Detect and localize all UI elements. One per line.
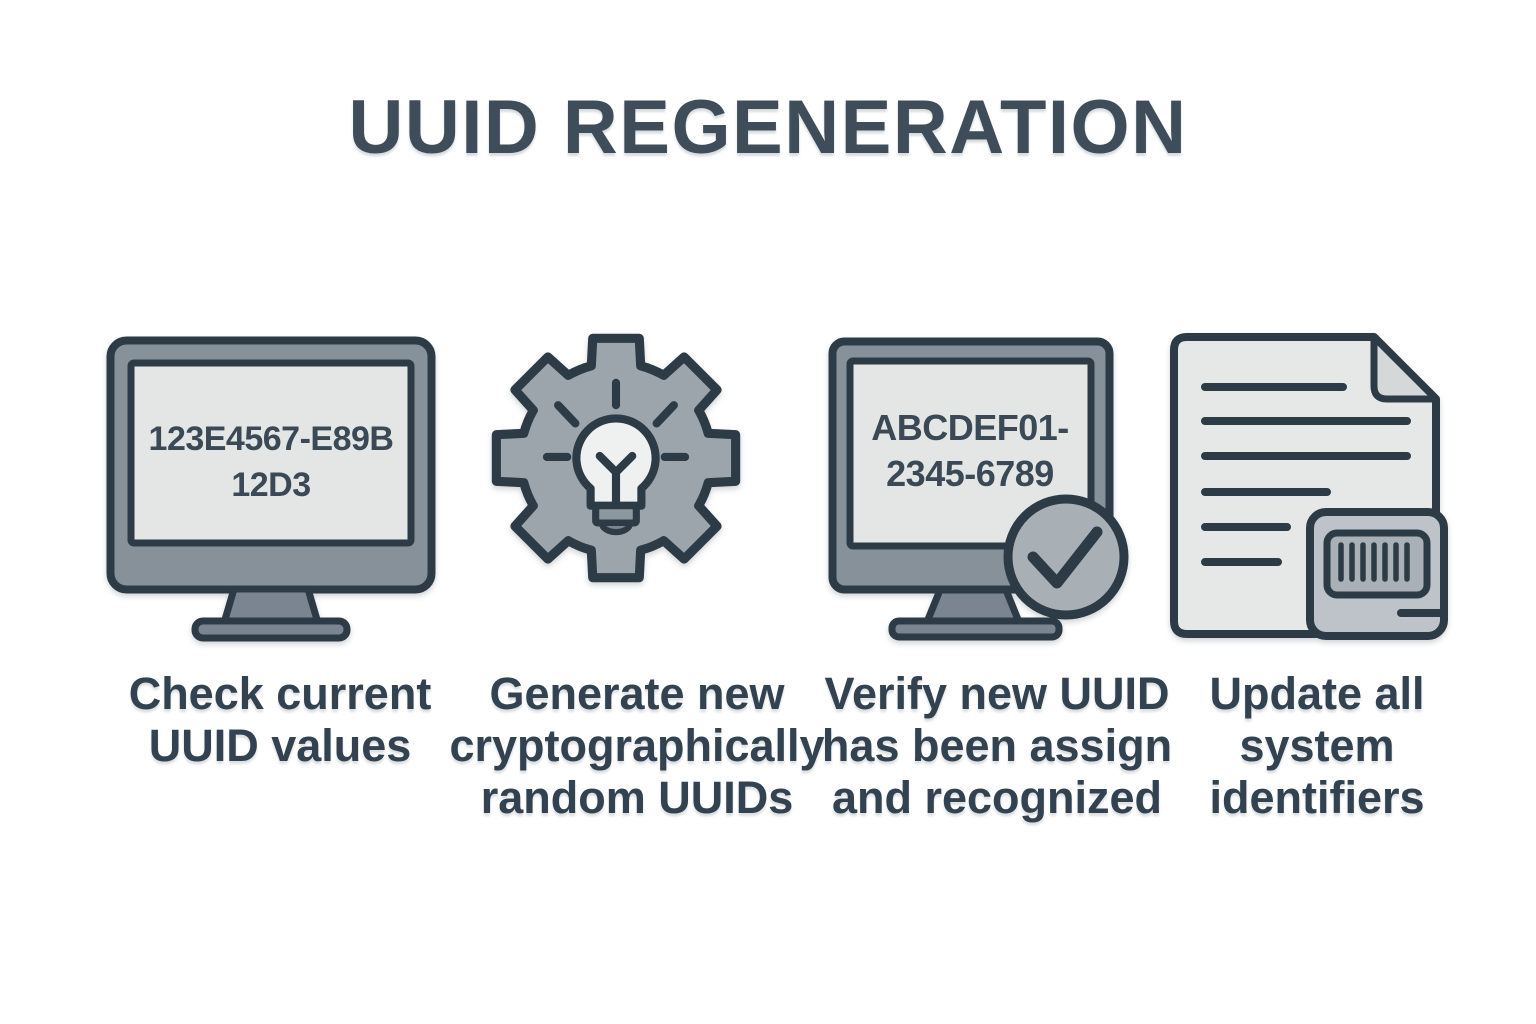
screen-uuid-text-line-2: 12D3 (231, 466, 310, 504)
lightbulb-glass (572, 414, 660, 510)
caption-line: Verify new UUID (824, 668, 1170, 719)
lightbulb-tip (598, 519, 634, 536)
caption-line: system (1239, 720, 1395, 771)
page-title: UUID REGENERATION (348, 85, 1188, 170)
monitor-check-icon: ABCDEF01- 2345-6789 (828, 337, 1129, 641)
document-text-lines (1201, 383, 1411, 566)
caption-line: and recognized (831, 772, 1163, 823)
screen-uuid-text-line-1: ABCDEF01- (871, 407, 1069, 448)
screen-uuid-text-line-1: 123E4567-E89B (149, 420, 394, 458)
caption-line: Generate new (489, 668, 785, 719)
lightbulb-rays (542, 378, 690, 462)
page-fold-corner (1370, 333, 1440, 403)
gear-lightbulb-icon (491, 333, 741, 583)
check-circle (1003, 494, 1129, 620)
step-3-caption: Verify new UUID has been assign and reco… (822, 668, 1172, 824)
lightbulb-filament (595, 451, 637, 507)
step-1-caption: Check current UUID values (129, 668, 432, 772)
monitor-stand (923, 586, 1023, 626)
caption-line: identifiers (1209, 772, 1425, 823)
caption-line: Check current (128, 668, 432, 719)
barcode-bars (1338, 542, 1410, 582)
monitor-screen (127, 359, 415, 547)
step-4-caption: Update all system identifiers (1209, 668, 1424, 824)
document-barcode-icon (1170, 333, 1448, 640)
monitor-base (888, 617, 1063, 641)
caption-line: random UUIDs (480, 772, 794, 823)
monitor-screen (846, 357, 1095, 550)
check-mark (1027, 526, 1103, 589)
caption-line: Update all (1209, 668, 1425, 719)
caption-line: UUID values (148, 720, 412, 771)
monitor-base (191, 617, 351, 642)
caption-line: has been assign (821, 720, 1173, 771)
screen-uuid-text-line-2: 2345-6789 (886, 453, 1054, 494)
monitor-icon: 123E4567-E89B 12D3 (106, 336, 436, 642)
step-2-caption: Generate new cryptographically random UU… (449, 668, 824, 824)
caption-line: cryptographically (449, 720, 825, 771)
